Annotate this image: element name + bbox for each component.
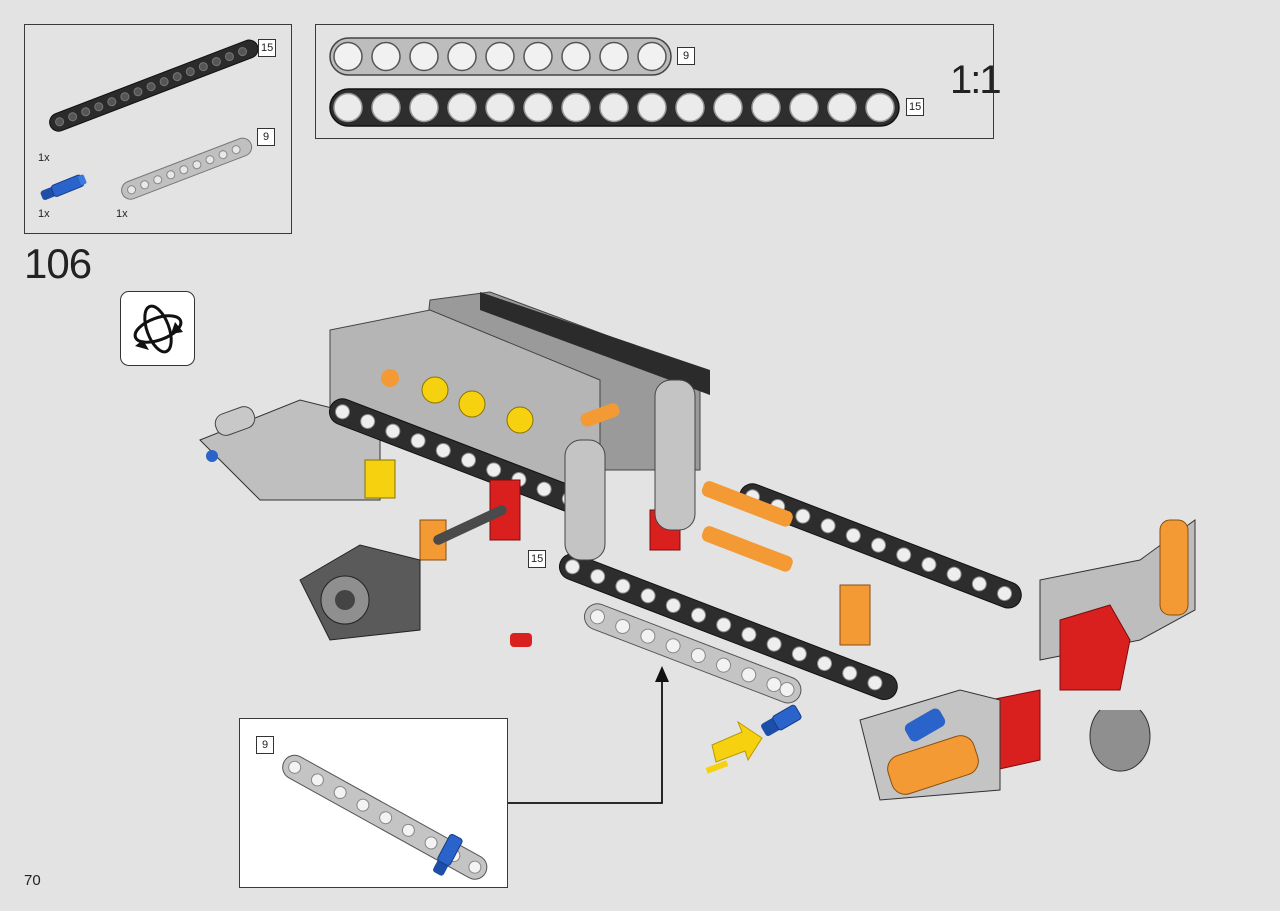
scale-beam-9 xyxy=(329,37,672,76)
technic-pin-blue xyxy=(40,174,87,200)
beam-9-light xyxy=(121,137,253,200)
scale-beam-15-label: 15 xyxy=(906,98,925,116)
beam-15-size-tag: 15 xyxy=(258,39,277,57)
rotate-model-icon xyxy=(120,291,195,366)
scale-reference-panel: 9 15 xyxy=(315,24,994,139)
beam-9-size-tag: 9 xyxy=(257,128,275,146)
callout-box: 9 xyxy=(239,718,508,888)
beam-15-quantity: 1x xyxy=(38,152,50,164)
model-beam-label: 15 xyxy=(528,550,547,568)
scale-label: 1:1 xyxy=(950,58,1002,102)
pin-quantity: 1x xyxy=(38,208,50,220)
scale-beam-9-label: 9 xyxy=(677,47,695,65)
parts-list-panel: 15 1x 9 1x 1x xyxy=(24,24,292,234)
insert-arrow xyxy=(711,720,763,763)
callout-pin xyxy=(433,834,463,876)
beam-15-dark xyxy=(49,39,259,132)
step-number: 106 xyxy=(24,240,92,287)
callout-beam-9 xyxy=(282,754,488,880)
scale-beam-15 xyxy=(329,88,900,127)
page-number: 70 xyxy=(24,872,41,889)
beam-9-quantity: 1x xyxy=(116,208,128,220)
callout-beam-label: 9 xyxy=(256,736,274,754)
callout-connector xyxy=(507,680,663,804)
callout-arrowhead xyxy=(655,666,669,682)
